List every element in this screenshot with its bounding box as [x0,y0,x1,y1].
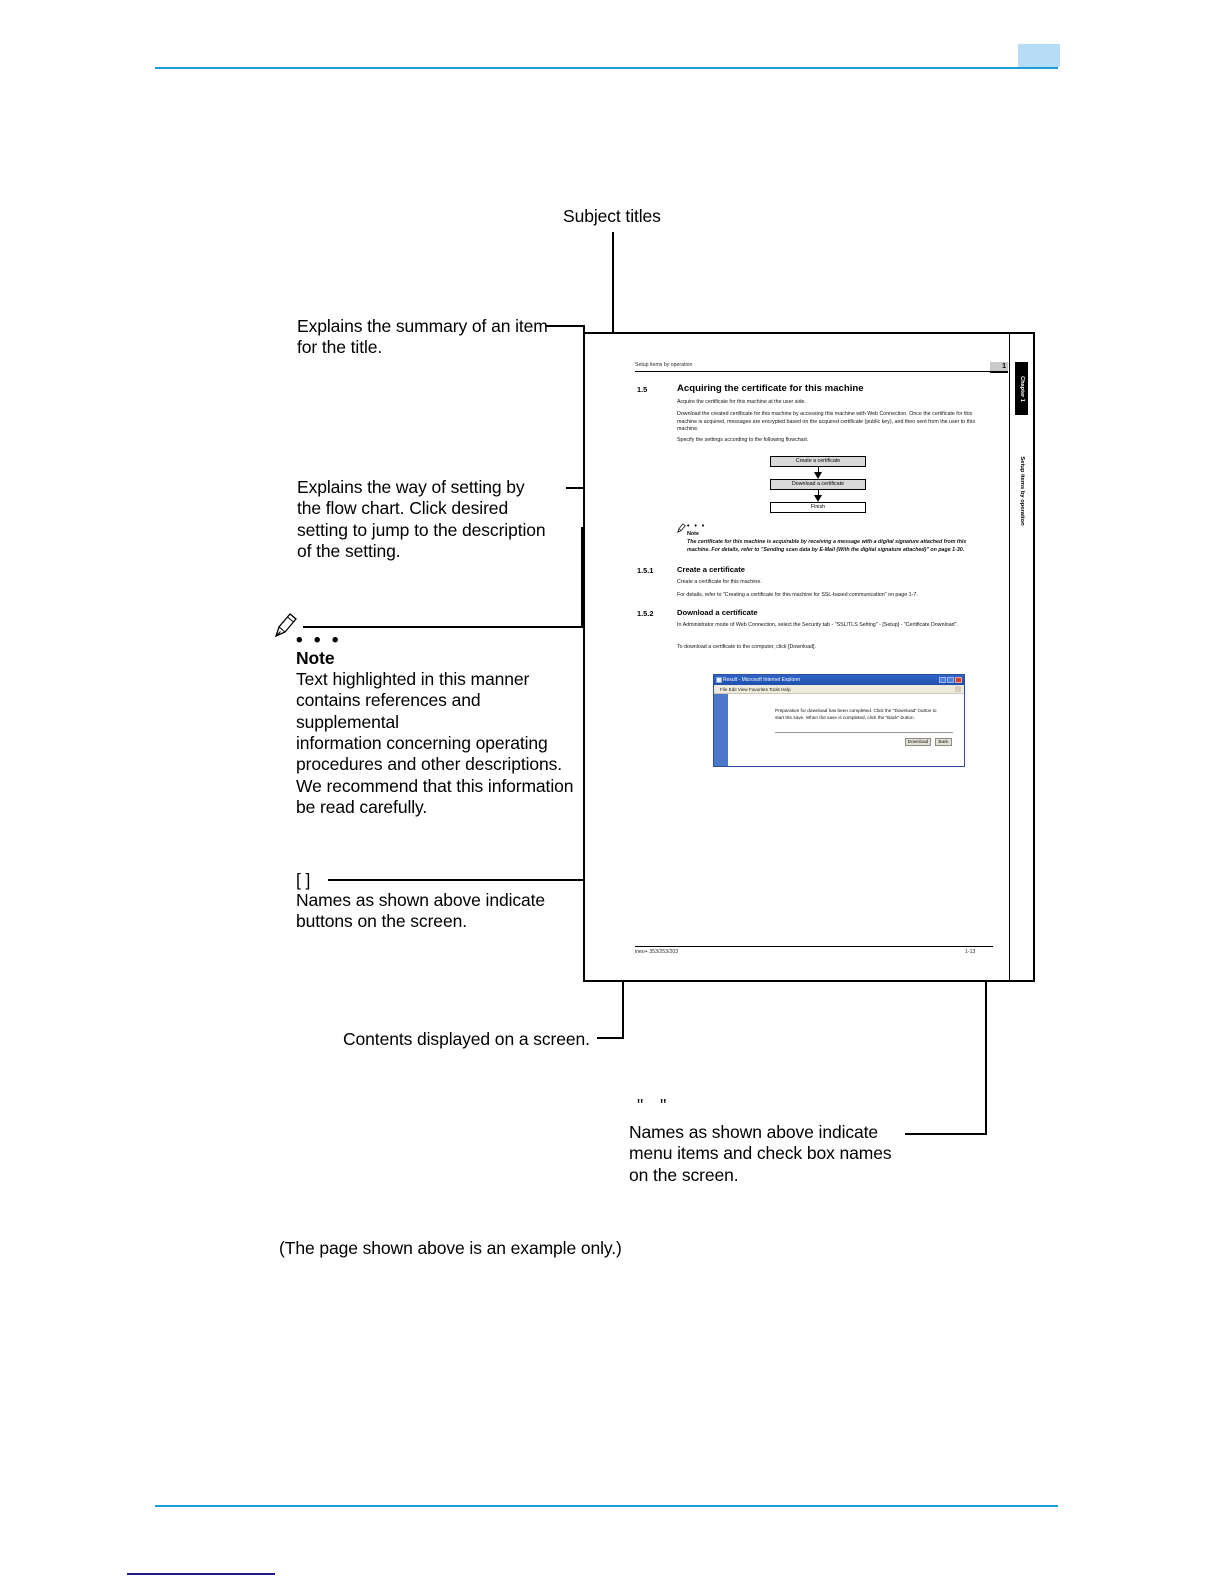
manual-pencil-icon [677,520,686,538]
annotation-flowchart: Explains the way of setting by the flow … [297,477,546,562]
browser-button-row: Download Back [905,738,952,746]
header-rule [155,67,1058,69]
back-button[interactable]: Back [935,738,952,746]
manual-side-text-label: Setup items by operation [1018,456,1025,526]
manual-para-2: Download the created certificate for thi… [677,411,975,433]
pencil-icon [274,612,298,643]
flowchart-step-download[interactable]: Download a certificate [770,479,866,490]
flowchart-step-create[interactable]: Create a certificate [770,456,866,467]
manual-footer-right: 1-13 [965,949,976,955]
note-body: Text highlighted in this manner contains… [296,669,574,818]
manual-sub1-para-1: Create a certificate for this machine. [677,579,762,585]
annotation-quote-text: Names as shown above indicate menu items… [629,1122,892,1185]
leader-note-v [581,527,583,628]
manual-sub2-title: Download a certificate [677,608,758,617]
flowchart-arrow-2 [818,490,819,497]
browser-body-text: Preparation for download has been comple… [775,708,937,721]
manual-sub2-para-1: In Administrator mode of Web Connection,… [677,622,958,628]
manual-footer-left: ineo+ 353/253/203 [635,949,679,955]
flowchart-arrowhead-2 [814,495,822,502]
leader-quote-h [905,1133,987,1135]
manual-note-dots: • • • [687,523,706,530]
leader-note-h1 [303,626,583,628]
browser-app-icon [716,677,722,683]
manual-running-head: Setup items by operation [635,362,693,368]
leader-subject-vertical [612,232,614,387]
browser-side-panel [714,694,728,766]
manual-note-text: The certificate for this machine is acqu… [687,539,967,553]
browser-brand-icon [955,686,961,692]
annotation-summary: Explains the summary of an item for the … [297,316,548,358]
manual-footer-rule [635,946,993,947]
browser-divider [775,732,953,733]
manual-sub2-para-2: To download a certificate to the compute… [677,644,816,650]
manual-para-3: Specify the settings according to the fo… [677,437,809,443]
browser-menu-bar[interactable]: File Edit View Favorites Tools Help [714,685,964,694]
browser-title-bar: Result - Microsoft Internet Explorer [714,675,964,685]
manual-section-number: 1.5 [637,385,648,394]
browser-window-controls[interactable] [939,677,962,683]
manual-sub1-title: Create a certificate [677,565,745,574]
footer-mark [127,1573,275,1575]
footer-rule [155,1505,1058,1507]
annotation-contents-text: Contents displayed on a screen. [343,1029,590,1049]
manual-chapter-tab-label: Chapter 1 [1018,375,1025,402]
manual-running-rule [635,371,993,372]
leader-summary-h1 [545,325,585,327]
browser-window: Result - Microsoft Internet Explorer Fil… [713,674,965,767]
manual-page-marker-text: 1 [1002,363,1006,370]
manual-tab-divider [1009,334,1010,982]
leader-contents-h1 [597,1037,624,1039]
browser-title-text: Result - Microsoft Internet Explorer [723,677,801,683]
flowchart-arrow-1 [818,467,819,474]
embedded-manual-page: Setup items by operation 1 Chapter 1 Set… [583,332,1035,982]
annotation-bracket-text: Names as shown above indicate buttons on… [296,890,546,932]
leader-bracket-h [328,879,593,881]
manual-side-text: Setup items by operation [1015,426,1028,556]
flowchart-step-finish: Finish [770,502,866,513]
manual-sub2-number: 1.5.2 [637,609,654,618]
manual-page-marker: 1 [990,362,1008,373]
manual-sub1-number: 1.5.1 [637,566,654,575]
flowchart-arrowhead-1 [814,472,822,479]
manual-note-label: Note [687,531,699,537]
maximize-button[interactable] [947,677,954,683]
annotation-subject-titles: Subject titles [563,206,661,226]
browser-content-area: Preparation for download has been comple… [728,694,964,766]
manual-chapter-tab: Chapter 1 [1015,362,1028,415]
download-button[interactable]: Download [905,738,931,746]
header-accent-box [1018,44,1060,67]
manual-sub1-para-2: For details, refer to "Creating a certif… [677,592,918,598]
minimize-button[interactable] [939,677,946,683]
note-heading: Note [296,648,335,668]
close-button[interactable] [955,677,962,683]
note-dots: • • • [296,630,342,651]
example-caption: (The page shown above is an example only… [279,1238,622,1258]
bracket-symbol: [ ] [296,870,311,890]
quote-symbol: " " [637,1095,673,1115]
browser-menu-items[interactable]: File Edit View Favorites Tools Help [720,686,791,692]
manual-para-1: Acquire the certificate for this machine… [677,399,806,405]
manual-section-title: Acquiring the certificate for this machi… [677,383,864,394]
